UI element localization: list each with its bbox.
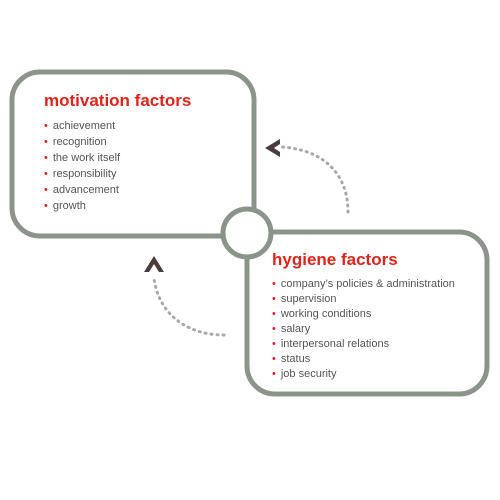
hygiene-box — [244, 229, 490, 397]
motivation-section: motivation factors •achievement •recogni… — [44, 91, 191, 214]
motivation-list: •achievement •recognition •the work itse… — [44, 118, 191, 214]
bullet-icon: • — [272, 338, 276, 350]
bullet-icon: • — [272, 278, 276, 290]
list-item: •salary — [272, 323, 311, 335]
bullet-icon: • — [44, 120, 48, 132]
chevron-left-icon — [265, 139, 280, 157]
list-item: •working conditions — [272, 308, 372, 320]
list-item: •supervision — [272, 293, 337, 305]
bullet-icon: • — [44, 200, 48, 212]
hygiene-title: hygiene factors — [272, 250, 398, 269]
list-item: •responsibility — [44, 168, 117, 180]
list-item: •achievement — [44, 120, 116, 132]
list-item: •company’s policies & administration — [272, 278, 455, 290]
hygiene-list: •company’s policies & administration •su… — [272, 277, 455, 382]
list-item: •advancement — [44, 184, 119, 196]
list-item: •interpersonal relations — [272, 338, 390, 350]
bullet-icon: • — [272, 308, 276, 320]
list-item: •recognition — [44, 136, 107, 148]
bullet-icon: • — [272, 293, 276, 305]
bullet-icon: • — [272, 368, 276, 380]
motivation-box — [9, 69, 257, 239]
bullet-icon: • — [272, 353, 276, 365]
list-item: •growth — [44, 200, 86, 212]
bullet-icon: • — [44, 184, 48, 196]
bullet-icon: • — [44, 136, 48, 148]
bullet-icon: • — [44, 152, 48, 164]
dotted-curve-top — [280, 145, 350, 214]
bullet-icon: • — [44, 168, 48, 180]
hygiene-section: hygiene factors •company’s policies & ad… — [272, 250, 455, 382]
chevron-up-icon — [144, 256, 164, 272]
list-item: •the work itself — [44, 152, 121, 164]
bullet-icon: • — [272, 323, 276, 335]
connector-circle — [220, 206, 274, 260]
list-item: •job security — [272, 368, 337, 380]
dotted-curve-bottom — [152, 276, 226, 337]
motivation-title: motivation factors — [44, 91, 192, 110]
list-item: •status — [272, 353, 311, 365]
